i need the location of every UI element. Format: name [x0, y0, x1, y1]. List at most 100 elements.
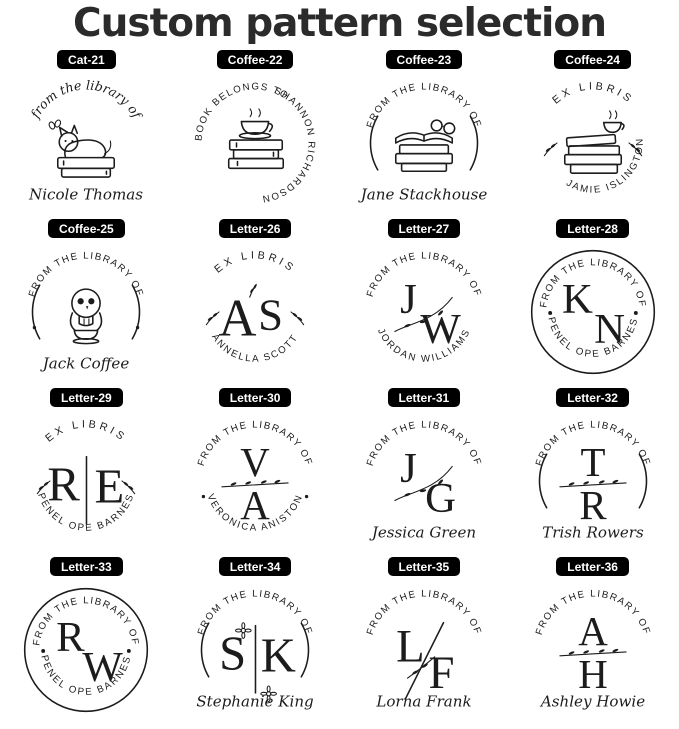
monogram-letter: S: [258, 290, 283, 340]
sprig-right-decoration: [628, 142, 642, 157]
pattern-label-badge: Coffee-24: [554, 50, 631, 70]
pattern-label-badge: Letter-34: [218, 557, 292, 577]
stamp-border-arc: [538, 453, 548, 509]
sprig-left-decoration: [205, 311, 220, 326]
stamp-owner-name: Jane Stackhouse: [358, 186, 488, 204]
stamp-border-circle: [530, 250, 655, 375]
stamp-owner-name: Jack Coffee: [40, 355, 130, 373]
monogram-letter: H: [578, 652, 608, 697]
stamp-top-text: EX LIBRIS: [44, 419, 130, 445]
stamp-top-text: EX LIBRIS: [550, 81, 636, 107]
pattern-label-badge: Letter-26: [218, 219, 292, 239]
monogram-letter: N: [594, 307, 625, 354]
vine-decoration: [394, 466, 453, 502]
pattern-label-badge: Letter-28: [556, 219, 629, 239]
monogram-letter: L: [396, 621, 425, 673]
sprig-right-decoration: [290, 311, 305, 326]
pattern-label-badge: Letter-35: [387, 557, 461, 577]
flowers-decoration: [235, 622, 278, 703]
monogram-letter: R: [579, 483, 607, 528]
stamp-wrap-text: SHANNON RICHARDSON: [260, 86, 317, 205]
pattern-label-badge: Coffee-25: [48, 219, 125, 239]
monogram-letter: J: [400, 276, 417, 323]
branch-decoration: [558, 480, 627, 488]
pattern-label-badge: Letter-32: [556, 388, 629, 408]
divider-line: [404, 622, 445, 700]
stamp-top-text: FROM THE LIBRARY OF: [27, 251, 145, 299]
stamp-border-arc: [638, 453, 647, 509]
pattern-label-badge: Letter-29: [50, 388, 123, 408]
skull-coffee-illustration: [70, 288, 103, 345]
arc-dots-decoration: [33, 326, 140, 330]
monogram-letter: J: [400, 445, 417, 492]
stamp-owner-name: Ashley Howie: [538, 693, 644, 711]
monogram-letter: K: [261, 629, 296, 683]
stamp-border-circle: [24, 588, 149, 713]
pattern-label-badge: Letter-36: [556, 557, 629, 577]
monogram-letter: T: [580, 441, 605, 486]
stamp-wrap-text: THIS BOOK BELONGS TO: [182, 70, 291, 141]
stamp-owner-name: Jessica Green: [369, 524, 476, 542]
stamp-owner-name: Trish Rowers: [542, 524, 644, 542]
sprig-top-decoration: [249, 284, 257, 299]
pattern-label-badge: Letter-27: [387, 219, 461, 239]
monogram-letter: R: [48, 458, 81, 512]
page-title: Custom pattern selection: [73, 1, 607, 46]
stamp-top-text: FROM THE LIBRARY OF: [365, 251, 483, 299]
stamp-border-arc: [200, 622, 210, 678]
stamp-top-text: FROM THE LIBRARY OF: [365, 420, 483, 468]
books-glasses-illustration: [394, 119, 456, 173]
monogram-letter: W: [83, 645, 124, 692]
stamp-border-arc: [469, 115, 479, 171]
pattern-label-badge: Cat-21: [57, 50, 116, 70]
monogram-letter: K: [562, 276, 593, 323]
leaf-decoration: [406, 656, 436, 680]
stamp-border-arc: [32, 284, 41, 340]
monogram-letter: E: [95, 460, 125, 514]
stamp-preview: FROM THE LIBRARY OF Jack Coffee: [27, 251, 145, 373]
stamp-top-text: EX LIBRIS: [212, 250, 298, 276]
stamp-bottom-text: PENEL OPE BARNES: [545, 316, 640, 360]
pattern-label-badge: Letter-33: [50, 557, 123, 577]
monogram-letter: F: [428, 647, 454, 699]
stamp-owner-name: Lorna Frank: [375, 693, 471, 711]
pattern-option[interactable]: Cat-21 from the library of Nicole Thomas: [2, 48, 171, 217]
monogram-letter: A: [578, 610, 608, 655]
pattern-label-badge: Coffee-23: [385, 50, 463, 70]
stamp-top-text: from the library of: [27, 78, 146, 123]
stamp-border-arc: [300, 622, 310, 678]
pattern-label-badge: Letter-30: [218, 388, 292, 408]
stamp-border-arc: [131, 284, 141, 340]
stamp-owner-name: Nicole Thomas: [28, 186, 143, 204]
sprig-right-decoration: [121, 480, 136, 495]
sprig-left-decoration: [543, 142, 558, 157]
dots-decoration: [547, 311, 638, 316]
dots-decoration: [41, 649, 132, 654]
